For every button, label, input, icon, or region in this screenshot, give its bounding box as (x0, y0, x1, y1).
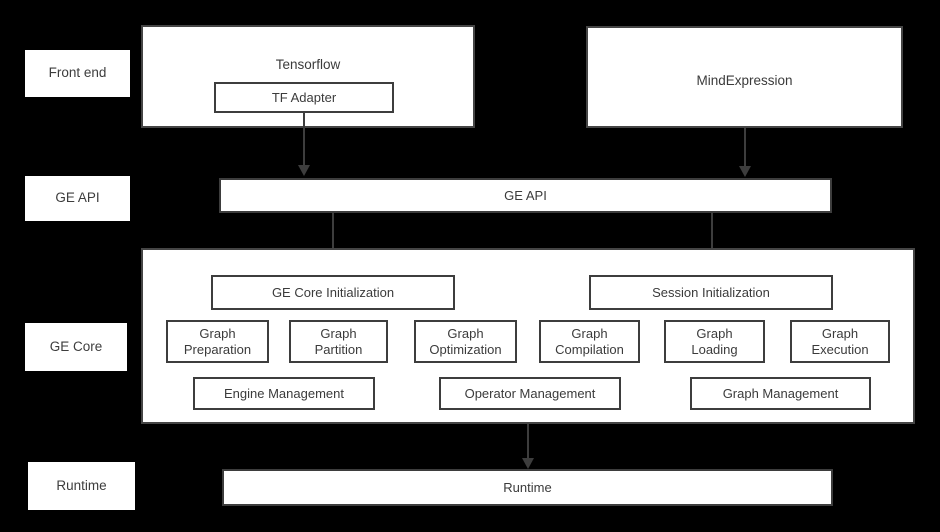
manager-engine-management[interactable]: Engine Management (193, 377, 375, 410)
layer-label-runtime: Runtime (28, 462, 135, 510)
mindexpression-panel[interactable]: MindExpression (586, 26, 903, 128)
module-graph-partition[interactable]: Graph Partition (289, 320, 388, 363)
ge-api-bar[interactable]: GE API (219, 178, 832, 213)
layer-label-front-end: Front end (25, 50, 130, 97)
layer-label-ge-api: GE API (25, 176, 130, 221)
module-graph-compilation[interactable]: Graph Compilation (539, 320, 640, 363)
mindexpression-title: MindExpression (696, 73, 793, 88)
tf-adapter-box[interactable]: TF Adapter (214, 82, 394, 113)
manager-operator-management[interactable]: Operator Management (439, 377, 621, 410)
session-initialization-box[interactable]: Session Initialization (589, 275, 833, 310)
module-graph-execution[interactable]: Graph Execution (790, 320, 890, 363)
module-graph-loading[interactable]: Graph Loading (664, 320, 765, 363)
manager-graph-management[interactable]: Graph Management (690, 377, 871, 410)
runtime-bar[interactable]: Runtime (222, 469, 833, 506)
module-graph-preparation[interactable]: Graph Preparation (166, 320, 269, 363)
module-graph-optimization[interactable]: Graph Optimization (414, 320, 517, 363)
tensorflow-title: Tensorflow (275, 57, 341, 72)
ge-core-initialization-box[interactable]: GE Core Initialization (211, 275, 455, 310)
layer-label-ge-core: GE Core (25, 323, 127, 371)
